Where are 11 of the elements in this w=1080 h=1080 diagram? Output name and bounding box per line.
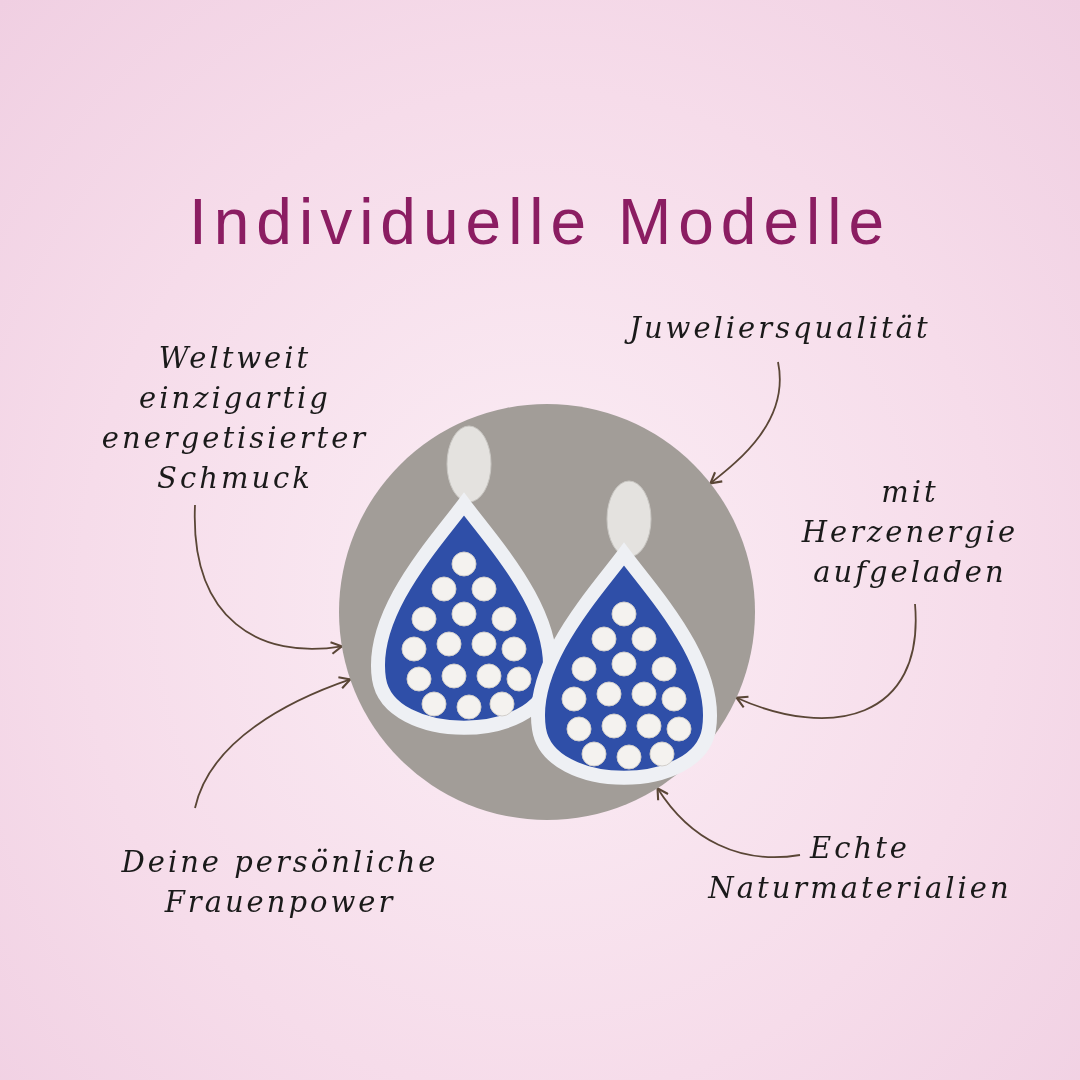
curved-arrow [709, 361, 781, 485]
curved-arrow [656, 787, 801, 858]
curved-arrow [735, 603, 917, 719]
curved-arrow [194, 504, 343, 655]
title: Individuelle Modelle [187, 185, 893, 259]
curved-arrow [194, 676, 352, 809]
callout-text: mit Herzenergie aufgeladen [780, 472, 1040, 592]
callout-text: Weltweit einzigartig energetisierter Schmuck [75, 338, 395, 498]
callout-text: Deine persönliche Frauenpower [90, 842, 470, 922]
callout-text: Echte Naturmaterialien [680, 828, 1040, 908]
callout-text: Juweliersqualität [590, 308, 970, 348]
